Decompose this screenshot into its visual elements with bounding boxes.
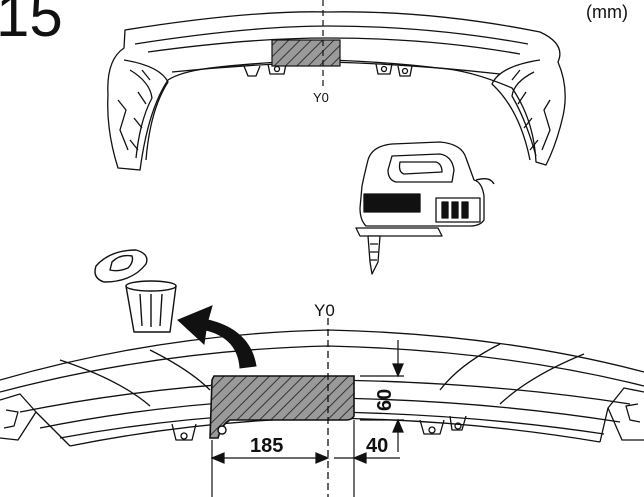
curved-arrow-icon bbox=[177, 305, 257, 369]
dimension-horizontal bbox=[210, 420, 400, 497]
mount-hole bbox=[217, 425, 227, 435]
dimension-left-offset-label: 185 bbox=[250, 435, 283, 457]
jigsaw-icon bbox=[355, 141, 495, 275]
units-label: (mm) bbox=[586, 2, 628, 22]
axis-label-bottom: Y0 bbox=[314, 301, 335, 320]
cut-area-bottom bbox=[209, 375, 355, 439]
dimension-height-label: 60 bbox=[374, 389, 396, 411]
bumper-top-view bbox=[107, 11, 566, 171]
dimension-right-offset-label: 40 bbox=[366, 435, 388, 457]
step-number: 15 bbox=[0, 0, 63, 49]
cut-area-top bbox=[271, 39, 341, 67]
trash-bin-icon bbox=[94, 249, 177, 333]
axis-label-top: Y0 bbox=[313, 90, 329, 105]
dimension-height bbox=[360, 340, 404, 452]
